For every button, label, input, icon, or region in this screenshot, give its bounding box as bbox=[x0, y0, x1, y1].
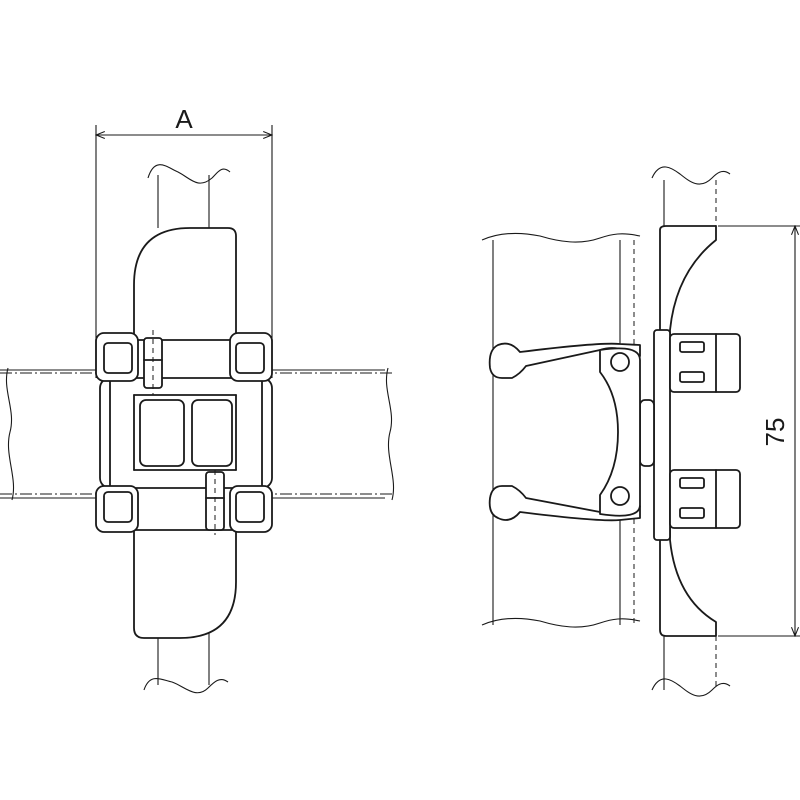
side-tab-lower bbox=[669, 469, 741, 529]
nut-top-right bbox=[229, 332, 273, 382]
side-saddle-profile bbox=[659, 225, 717, 351]
lower-saddle bbox=[133, 521, 237, 639]
clip-hole-lower bbox=[610, 486, 630, 506]
dimension-75 bbox=[718, 226, 800, 636]
upper-saddle bbox=[133, 227, 237, 346]
dimension-75-label: 75 bbox=[760, 418, 790, 447]
nut-top-left bbox=[95, 332, 139, 382]
side-horizontal-pipe bbox=[651, 166, 731, 697]
clip-hole-upper bbox=[610, 352, 630, 372]
dimension-a-label: A bbox=[175, 104, 193, 134]
side-view bbox=[481, 166, 800, 697]
nut-bottom-left bbox=[95, 485, 139, 533]
bolt-top bbox=[143, 337, 163, 389]
dimension-a bbox=[96, 125, 272, 378]
clip-body bbox=[599, 347, 641, 517]
nut-bottom-right bbox=[229, 485, 273, 533]
horizontal-pipe bbox=[0, 367, 395, 501]
side-tab-upper bbox=[669, 333, 741, 393]
side-saddle-profile-lower bbox=[659, 517, 717, 637]
front-view bbox=[0, 125, 395, 694]
side-vertical-pipe bbox=[481, 232, 641, 628]
side-center-bar bbox=[653, 329, 671, 541]
